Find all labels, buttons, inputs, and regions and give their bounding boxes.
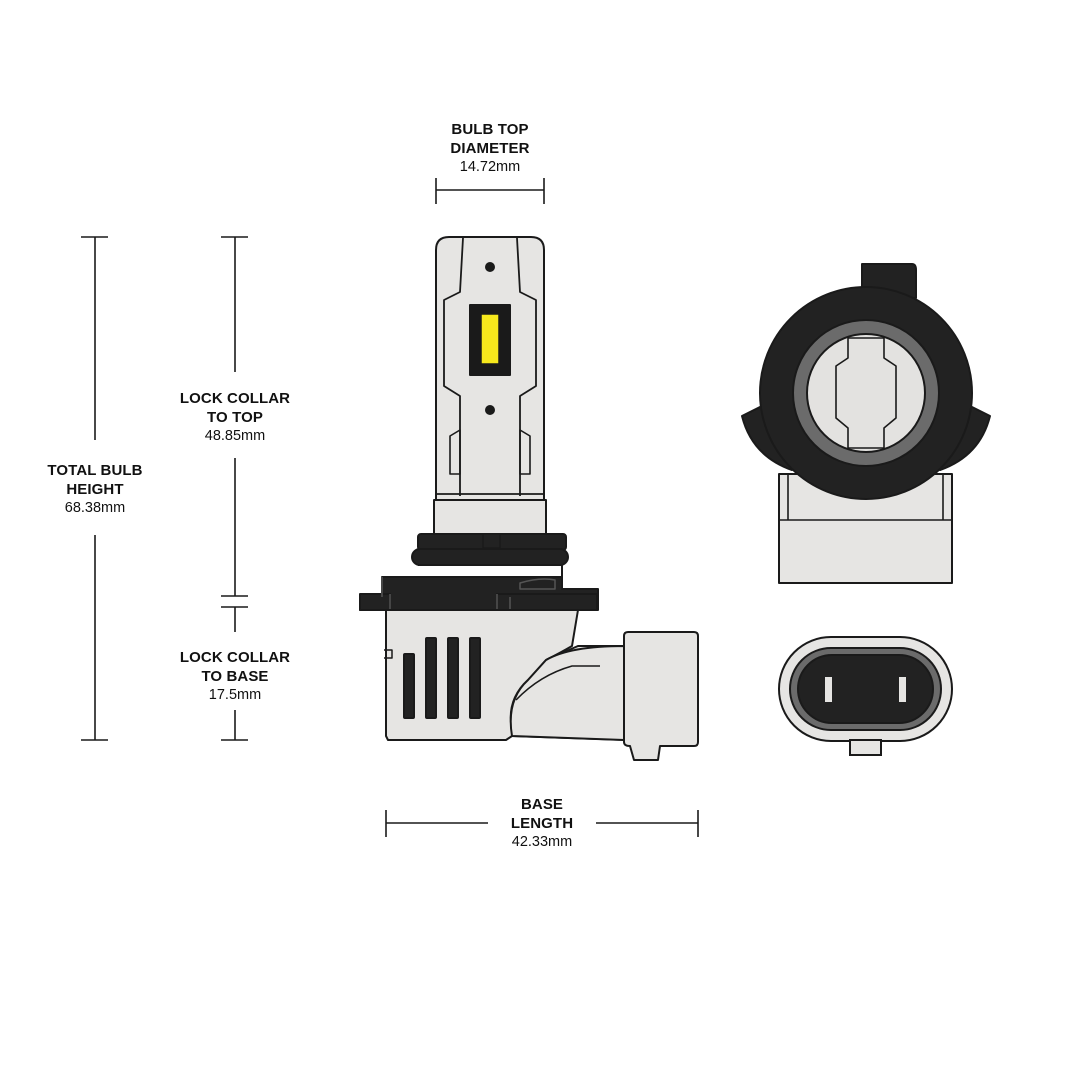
total-bulb-height-title-2: HEIGHT: [66, 481, 124, 498]
lock-collar-tab-left: [359, 593, 391, 611]
bulb-top-diameter-dimension: [435, 178, 545, 204]
lock-collar-to-base-label: LOCK COLLAR TO BASE 17.5mm: [165, 648, 305, 705]
lock-collar-to-top-title-2: TO TOP: [207, 409, 263, 426]
bulb-front-view: [741, 263, 991, 584]
base-length-title-2: LENGTH: [510, 815, 574, 832]
lock-collar-to-base-value: 17.5mm: [208, 687, 262, 703]
lock-collar-to-base-dimension: [221, 606, 248, 741]
bulb-top-diameter-title-2: DIAMETER: [450, 140, 530, 157]
bulb-stem: [433, 499, 547, 536]
heatsink-slots: [449, 429, 531, 475]
connector-socket: [797, 654, 934, 724]
connector-front-view: [778, 636, 953, 756]
base-vent-3: [447, 637, 459, 719]
base-vent-2: [425, 637, 437, 719]
base-length-dimension: [385, 810, 699, 837]
o-ring-lower: [411, 548, 569, 566]
total-bulb-height-title-1: TOTAL BULB: [47, 462, 143, 479]
connector-pin-left: [825, 677, 832, 702]
base-length-label: BASE LENGTH 42.33mm: [482, 795, 602, 852]
lock-collar-to-top-dimension: [221, 236, 248, 597]
connector-key-tab: [849, 739, 882, 756]
connector-pin-right: [899, 677, 906, 702]
lock-collar-to-base-title-2: TO BASE: [201, 668, 269, 685]
dimension-lines: [81, 178, 699, 837]
base-vent-4: [469, 637, 481, 719]
upper-screw-icon: [485, 262, 495, 272]
bulb-top-diameter-value: 14.72mm: [459, 159, 521, 175]
lock-collar-to-top-title-1: LOCK COLLAR: [179, 390, 291, 407]
heatsink-outline: [443, 237, 537, 496]
base-vent-1: [403, 653, 415, 719]
connector: [623, 631, 699, 761]
led-chip: [480, 313, 500, 365]
lock-collar-to-top-value: 48.85mm: [204, 428, 266, 444]
socket-key: [835, 337, 897, 449]
lock-collar-to-top-label: LOCK COLLAR TO TOP 48.85mm: [165, 389, 305, 446]
bulb-top-diameter-label: BULB TOP DIAMETER 14.72mm: [420, 120, 560, 177]
total-bulb-height-dimension: [81, 236, 108, 741]
total-bulb-height-value: 68.38mm: [64, 500, 126, 516]
lock-collar-to-base-title-1: LOCK COLLAR: [179, 649, 291, 666]
lock-collar-tab-right: [496, 593, 598, 611]
base-length-title-1: BASE: [520, 796, 564, 813]
total-bulb-height-label: TOTAL BULB HEIGHT 68.38mm: [30, 461, 160, 518]
bulb-top-diameter-title-1: BULB TOP: [451, 121, 529, 138]
bulb-side-view: [359, 236, 699, 761]
lower-screw-icon: [485, 405, 495, 415]
base-length-value: 42.33mm: [511, 834, 573, 850]
o-ring-notch: [482, 533, 501, 549]
